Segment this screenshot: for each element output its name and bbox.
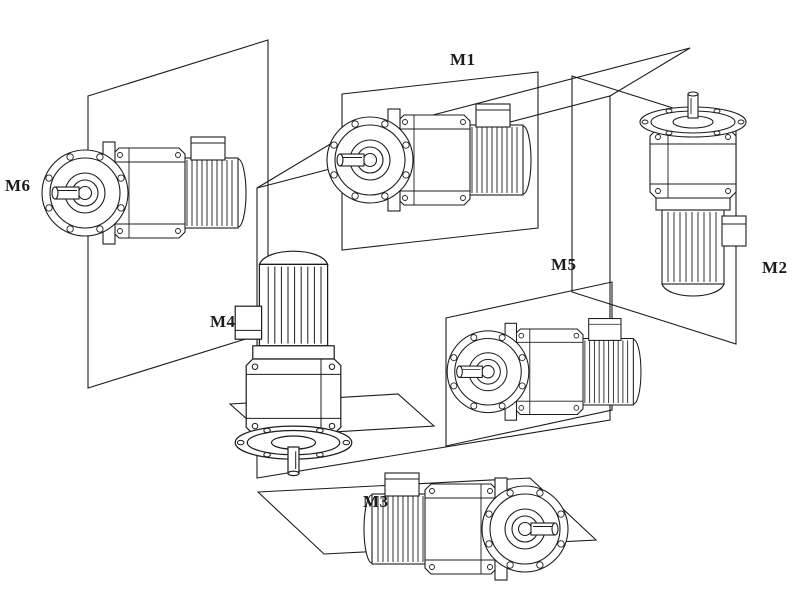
label-m3: M3 [363, 492, 389, 511]
label-m6: M6 [5, 176, 31, 195]
gearmotor-m2-illustration [639, 91, 747, 297]
label-m5: M5 [551, 255, 577, 274]
mounting-plane-m1 [341, 71, 539, 251]
mounting-plane-m3 [256, 477, 598, 555]
gearmotor-m6-illustration [41, 136, 247, 245]
label-m2: M2 [762, 258, 788, 277]
label-m4: M4 [210, 312, 236, 331]
gearmotor-m5-illustration [446, 318, 642, 421]
label-m1: M1 [450, 50, 476, 69]
mounting-plane-m5 [445, 281, 613, 447]
gearmotor-m1-illustration [326, 103, 532, 212]
gearmotor-m4-illustration [234, 250, 353, 477]
gearmotor-m3-illustration [363, 472, 569, 581]
